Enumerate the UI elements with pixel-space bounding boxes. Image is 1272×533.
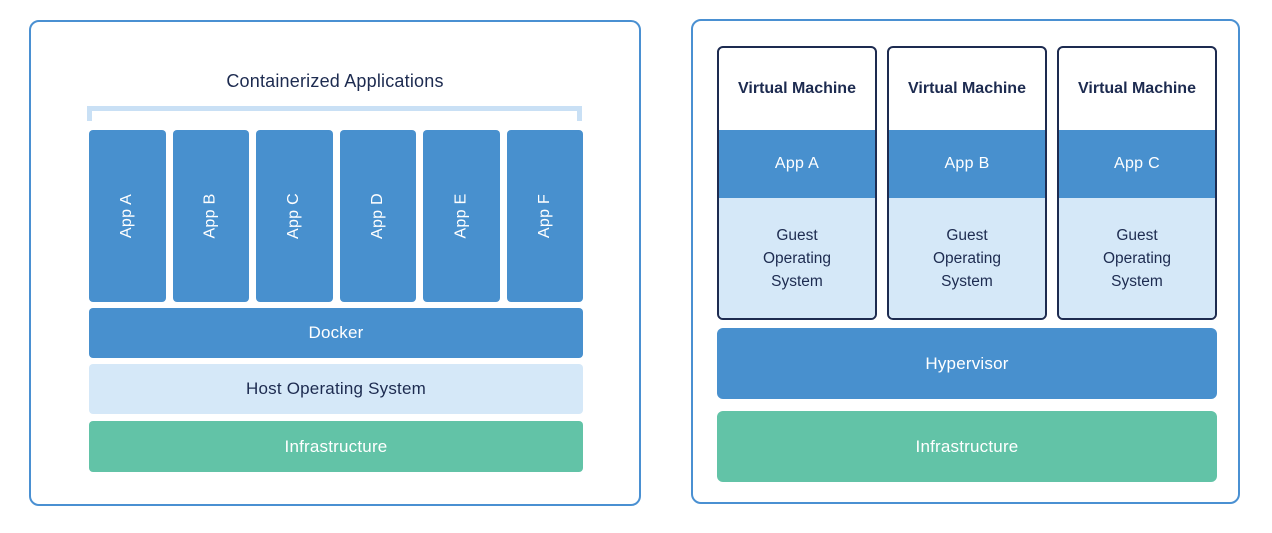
virtual-machines-panel: Virtual Machine App A Guest Operating Sy…	[691, 19, 1240, 504]
vm-guest-os: Guest Operating System	[1059, 198, 1215, 318]
app-column-label: App B	[201, 193, 219, 239]
vm-box-b: Virtual Machine App B Guest Operating Sy…	[887, 46, 1047, 320]
vm-guest-os-label: Guest Operating System	[932, 226, 1002, 290]
app-column-f: App F	[506, 130, 583, 302]
apps-row: App A App B App C App D App E App F	[89, 130, 583, 302]
vm-app-band: App C	[1059, 130, 1215, 198]
app-column-d: App D	[339, 130, 416, 302]
app-column-e: App E	[423, 130, 500, 302]
app-column-b: App B	[172, 130, 249, 302]
apps-group-bracket	[87, 106, 582, 121]
vm-guest-os-label: Guest Operating System	[762, 226, 832, 290]
app-column-a: App A	[89, 130, 166, 302]
containers-panel-title: Containerized Applications	[226, 71, 444, 91]
layer-docker: Docker	[89, 308, 583, 358]
layer-infrastructure: Infrastructure	[717, 411, 1217, 482]
app-column-label: App F	[535, 193, 553, 239]
vm-title: Virtual Machine	[738, 80, 856, 97]
app-column-label: App C	[285, 193, 303, 239]
vm-guest-os: Guest Operating System	[889, 198, 1045, 318]
vm-title: Virtual Machine	[908, 80, 1026, 97]
app-column-c: App C	[256, 130, 333, 302]
vm-guest-os-label: Guest Operating System	[1102, 226, 1172, 290]
layer-host-operating-system: Host Operating System	[89, 364, 583, 414]
app-column-label: App D	[368, 193, 386, 239]
layer-infrastructure: Infrastructure	[89, 421, 583, 472]
vm-guest-os: Guest Operating System	[719, 198, 875, 318]
vm-box-a: Virtual Machine App A Guest Operating Sy…	[717, 46, 877, 320]
app-column-label: App A	[118, 193, 136, 239]
vm-row: Virtual Machine App A Guest Operating Sy…	[717, 46, 1217, 320]
layer-hypervisor: Hypervisor	[717, 328, 1217, 399]
vm-box-c: Virtual Machine App C Guest Operating Sy…	[1057, 46, 1217, 320]
app-column-label: App E	[452, 193, 470, 239]
vm-app-band: App B	[889, 130, 1045, 198]
containers-panel: Containerized Applications App A App B A…	[29, 20, 641, 506]
vm-app-band: App A	[719, 130, 875, 198]
vm-title: Virtual Machine	[1078, 80, 1196, 97]
